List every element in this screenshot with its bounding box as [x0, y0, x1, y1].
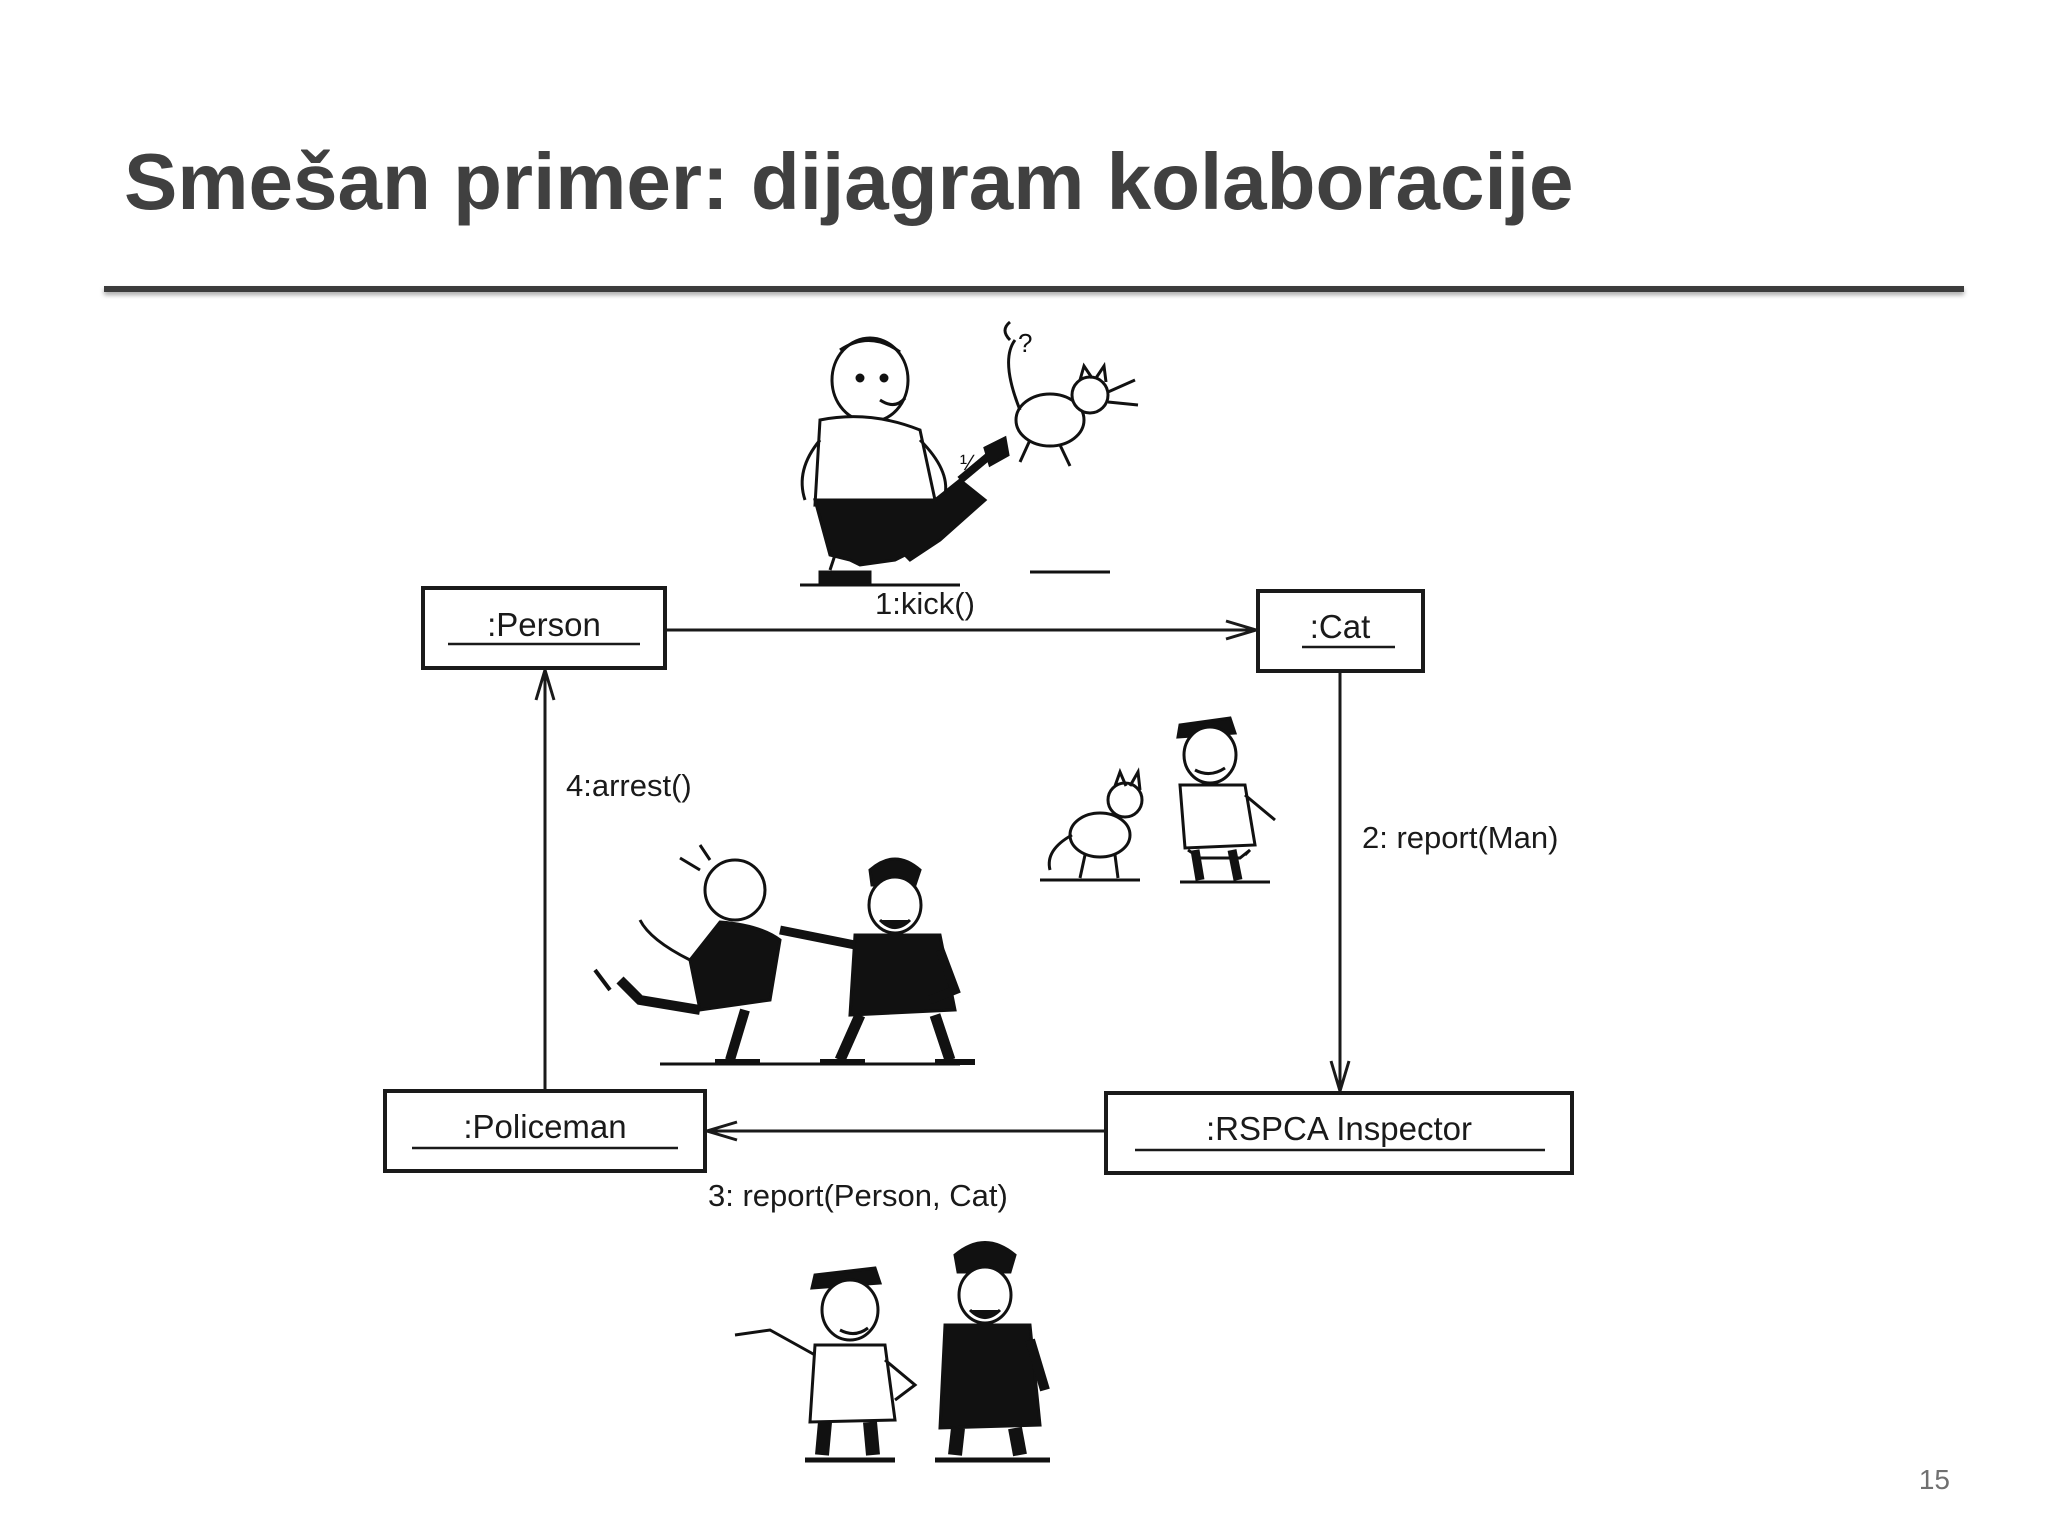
slide-number: 15 — [1918, 1464, 1950, 1495]
policeman-arresting-man-illustration — [593, 844, 975, 1066]
message-kick: 1:kick() — [875, 586, 975, 621]
object-cat-label: :Cat — [1310, 608, 1371, 645]
object-person: :Person — [421, 586, 667, 670]
svg-text:?: ? — [1018, 328, 1032, 358]
object-cat: :Cat — [1256, 589, 1425, 673]
object-policeman: :Policeman — [383, 1089, 707, 1173]
message-report-person-cat: 3: report(Person, Cat) — [708, 1178, 1008, 1213]
object-policeman-label: :Policeman — [463, 1108, 626, 1145]
slide-title: Smešan primer: dijagram kolaboracije — [124, 137, 1574, 226]
object-inspector-label: :RSPCA Inspector — [1206, 1110, 1472, 1147]
object-person-label: :Person — [487, 606, 601, 643]
message-report-man: 2: report(Man) — [1362, 820, 1558, 855]
svg-text:¼: ¼ — [960, 450, 979, 475]
title-divider — [104, 286, 1964, 292]
cat-reporting-inspector-illustration — [1040, 716, 1276, 884]
message-arrest: 4:arrest() — [566, 768, 692, 803]
man-kicking-cat-illustration: ? ¼ — [800, 320, 1139, 587]
object-inspector: :RSPCA Inspector — [1104, 1091, 1574, 1175]
inspector-policeman-illustration — [734, 1241, 1050, 1463]
